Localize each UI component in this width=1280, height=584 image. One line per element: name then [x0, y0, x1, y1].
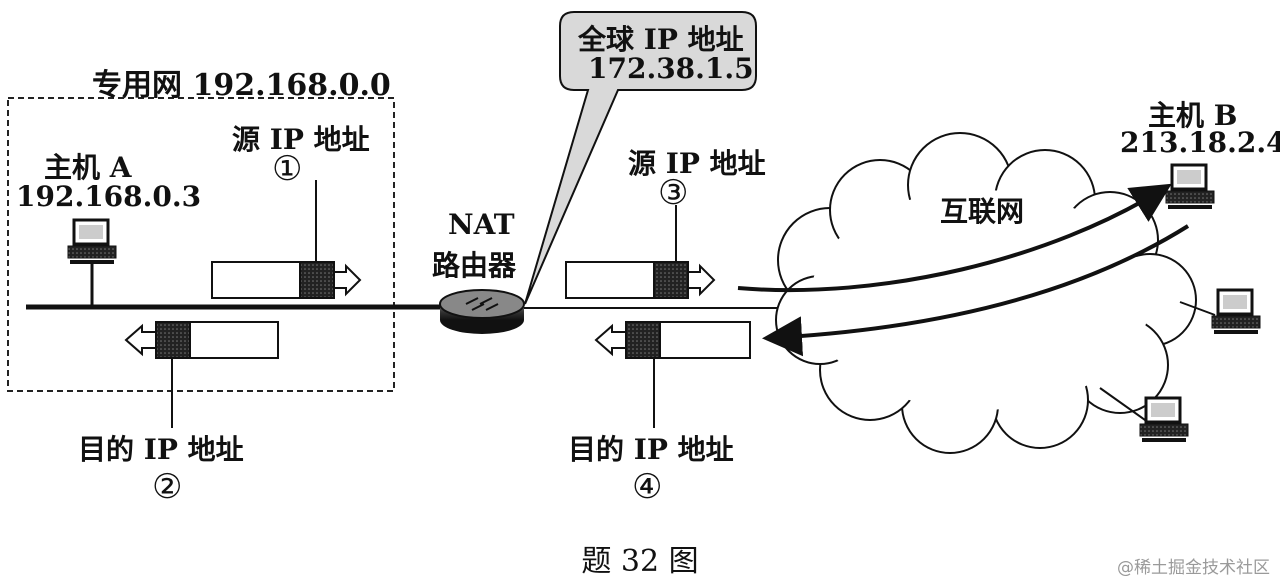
internet-label: 互联网 [940, 195, 1025, 228]
host-a-computer-icon [67, 218, 117, 264]
source-ip-label-3: 源 IP 地址 [628, 147, 766, 180]
dest-ip-label-2: 目的 IP 地址 [78, 433, 244, 466]
nat-label: NAT [448, 208, 515, 241]
dest-ip-label-4: 目的 IP 地址 [568, 433, 734, 466]
inbound-flow-arrow [762, 224, 1190, 357]
host-a-name: 主机 A [44, 151, 132, 184]
private-network-box [7, 97, 395, 392]
host-b-name: 主机 B [1148, 99, 1238, 132]
private-network-label: 专用网 192.168.0.0 [92, 68, 391, 103]
packet-4 [594, 321, 751, 359]
host-b-computer-icon [1165, 163, 1215, 209]
global-ip-callout-bubble [524, 11, 757, 305]
packet-2 [124, 321, 279, 359]
watermark: @稀土掘金技术社区 [1117, 558, 1270, 578]
global-ip-title: 全球 IP 地址 [578, 23, 744, 56]
packet-1 [211, 261, 362, 299]
figure-caption: 题 32 图 [581, 544, 699, 579]
other-host-icon [1211, 288, 1261, 334]
marker-3: ③ [658, 173, 689, 213]
marker-1: ① [272, 149, 303, 189]
nat-router-icon [439, 289, 525, 334]
host-a-ip: 192.168.0.3 [16, 180, 202, 213]
outbound-flow-arrow [737, 183, 1172, 293]
source-ip-label-1: 源 IP 地址 [232, 123, 370, 156]
global-ip-address: 172.38.1.5 [588, 52, 754, 85]
host-b-ip: 213.18.2.4 [1120, 126, 1280, 159]
marker-4: ④ [632, 467, 663, 507]
router-label: 路由器 [432, 249, 517, 282]
packet-3 [565, 261, 716, 299]
other-host-icon [1139, 396, 1189, 442]
marker-2: ② [152, 467, 183, 507]
